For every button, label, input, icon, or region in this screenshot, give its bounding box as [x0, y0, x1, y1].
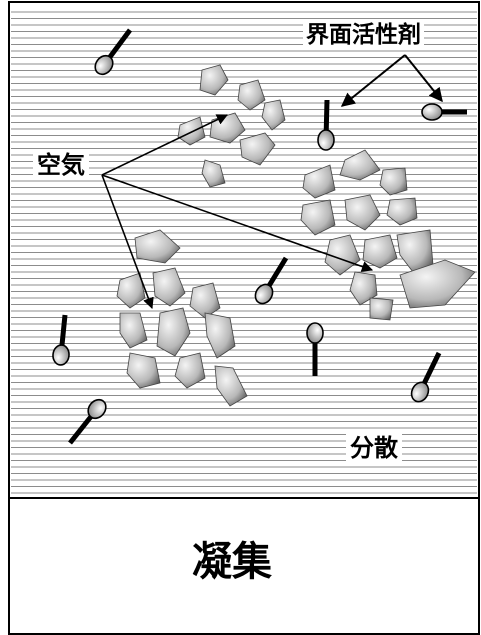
particle: [237, 79, 266, 111]
particle: [399, 259, 476, 309]
particle: [189, 282, 221, 319]
surfactant-head: [94, 54, 114, 76]
surfactant-molecule: [410, 351, 442, 403]
particle: [300, 199, 336, 236]
particle: [174, 352, 206, 389]
particle: [201, 159, 226, 188]
particle: [199, 64, 229, 96]
surfactant-molecule: [421, 103, 467, 121]
particle: [339, 149, 381, 181]
particle: [152, 267, 186, 307]
particle: [344, 194, 381, 231]
surfactant-head: [52, 344, 70, 366]
air-arrow-top: [101, 114, 229, 176]
particle: [214, 365, 248, 407]
aggregation-label: 凝集: [190, 539, 274, 585]
particle: [156, 307, 191, 357]
particle: [116, 272, 146, 309]
particle: [204, 312, 236, 359]
air-arrow-left: [101, 174, 154, 310]
outer-frame: [8, 1, 480, 635]
particle: [302, 164, 336, 199]
surfactant-molecule: [306, 322, 324, 376]
surfactant-arrow-right: [404, 54, 443, 103]
particle: [177, 116, 206, 146]
particle: [324, 234, 361, 276]
surfactant-label: 界面活性剤: [303, 22, 424, 49]
particle: [386, 197, 418, 226]
surfactant-arrows: [340, 54, 443, 107]
particle: [362, 234, 398, 269]
air-label: 空気: [33, 150, 89, 180]
surfactant-head: [306, 322, 324, 344]
surfactant-head: [317, 129, 335, 151]
surfactant-molecule: [52, 314, 70, 366]
surfactant-head: [410, 381, 430, 403]
surfactant-molecule: [94, 28, 133, 76]
air-arrows: [101, 114, 374, 310]
dispersion-label: 分散: [346, 433, 402, 463]
air-arrow-right: [101, 174, 374, 272]
surfactant-arrow-left: [340, 54, 406, 107]
surfactant-head: [254, 283, 274, 305]
particle-cluster-right: [300, 149, 476, 321]
particle-cluster-top: [177, 64, 286, 188]
particle: [379, 167, 408, 196]
surfactant-molecules: [52, 28, 467, 445]
surfactant-molecule: [254, 256, 289, 305]
surfactant-head: [87, 398, 107, 420]
particle: [119, 312, 148, 349]
particle: [261, 99, 286, 131]
surfactant-molecule: [317, 99, 335, 151]
surfactant-head: [421, 103, 443, 121]
particle-cluster-left: [116, 229, 248, 407]
particle: [349, 271, 378, 306]
particle: [134, 229, 181, 264]
surfactant-molecule: [68, 398, 107, 445]
particle: [209, 112, 246, 144]
particle: [126, 352, 161, 389]
particle: [369, 297, 394, 321]
particle: [239, 132, 276, 166]
